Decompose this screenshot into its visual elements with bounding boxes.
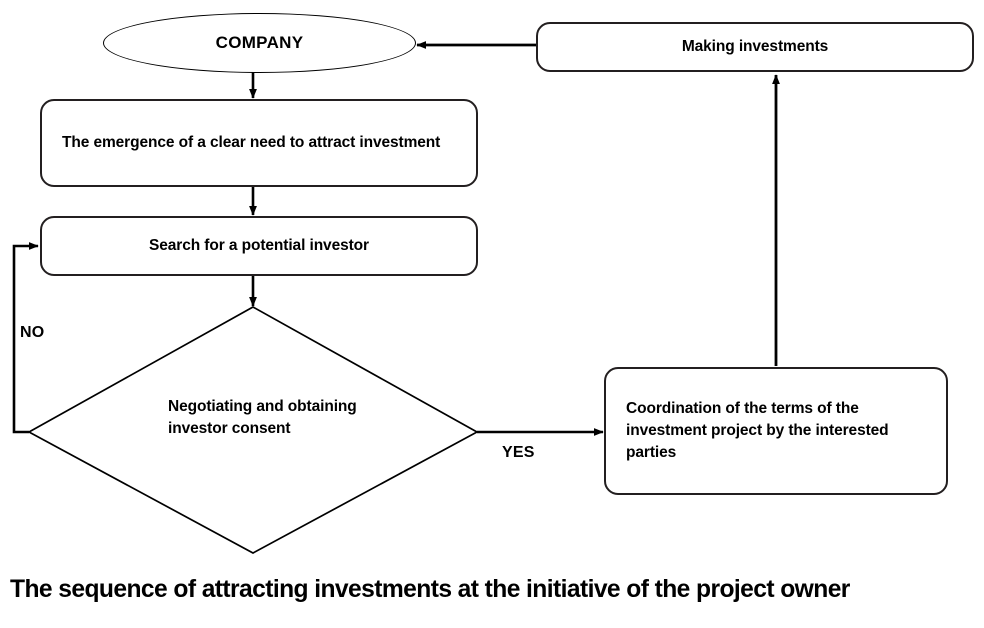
node-company[interactable]: COMPANY <box>103 13 416 73</box>
node-need-for-investment[interactable]: The emergence of a clear need to attract… <box>40 99 478 187</box>
node-search-investor[interactable]: Search for a potential investor <box>40 216 478 276</box>
edge-label-no: NO <box>20 324 45 341</box>
edge-label-yes: YES <box>502 444 535 461</box>
node-company-label: COMPANY <box>215 33 304 52</box>
node-coordination-label: Coordination of the terms of the investm… <box>626 400 889 461</box>
diagram-caption: The sequence of attracting investments a… <box>10 575 850 603</box>
node-making-investments-label: Making investments <box>681 38 829 55</box>
node-coordination[interactable]: Coordination of the terms of the investm… <box>604 367 948 495</box>
node-search-investor-label: Search for a potential investor <box>149 237 369 254</box>
node-need-for-investment-label: The emergence of a clear need to attract… <box>62 134 441 151</box>
node-decision-label: Negotiating and obtaining investor conse… <box>168 398 357 437</box>
node-making-investments[interactable]: Making investments <box>536 22 974 72</box>
